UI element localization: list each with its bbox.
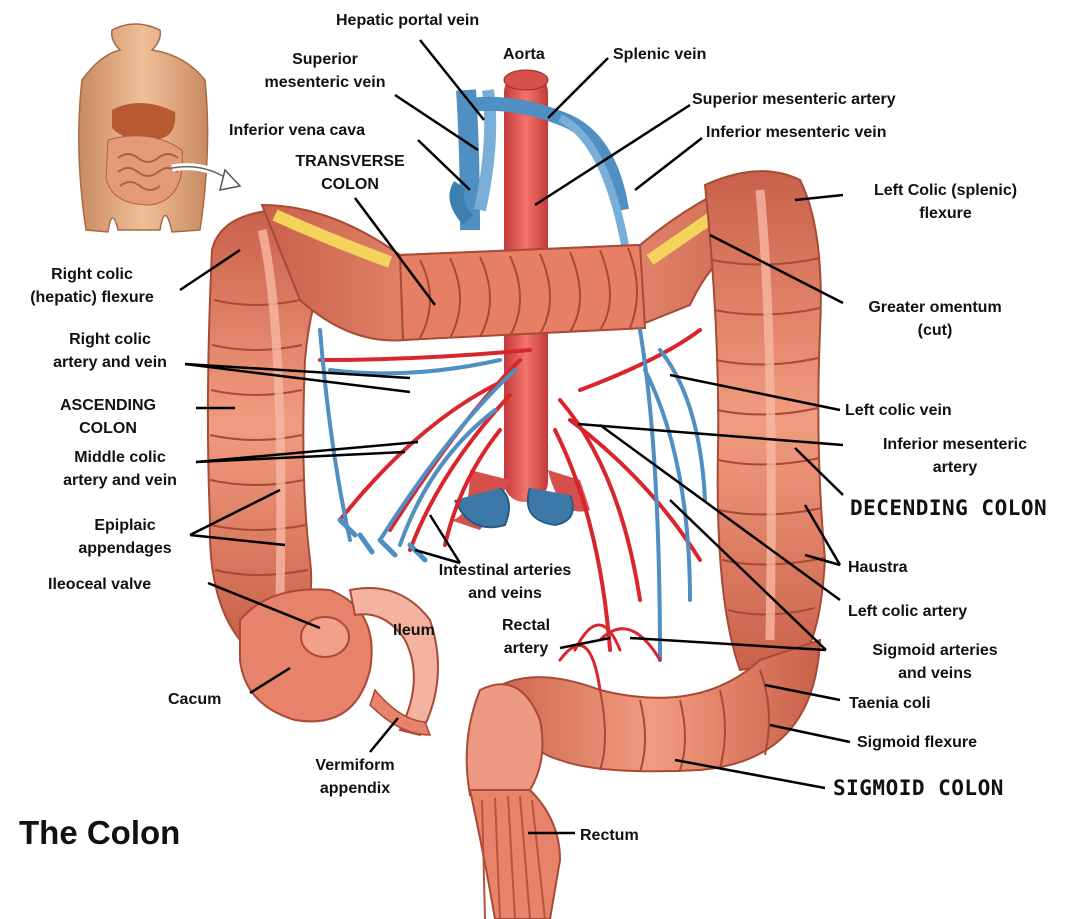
label-vermiform-appendix: Vermiform appendix [290, 754, 420, 800]
label-line: Inferior mesenteric [845, 433, 1065, 456]
label-middle-colic-artery: Middle colic artery and vein [45, 446, 195, 492]
label-inferior-mesenteric-artery: Inferior mesenteric artery [845, 433, 1065, 479]
label-line: (hepatic) flexure [2, 286, 182, 309]
label-line: Sigmoid arteries [840, 639, 1030, 662]
label-line: and veins [840, 662, 1030, 685]
label-aorta: Aorta [503, 43, 545, 66]
label-transverse-colon: TRANSVERSE COLON [270, 150, 430, 196]
label-line: Superior [240, 48, 410, 71]
label-ileum: Ileum [393, 619, 435, 642]
label-sigmoid-colon: SIGMOID COLON [833, 777, 1004, 800]
descending-colon [705, 171, 825, 670]
label-inferior-vena-cava: Inferior vena cava [229, 119, 365, 142]
label-taenia-coli: Taenia coli [849, 692, 931, 715]
label-left-colic-flexure: Left Colic (splenic) flexure [838, 179, 1053, 225]
label-superior-mesenteric-vein: Superior mesenteric vein [240, 48, 410, 94]
label-line: Epiplaic [60, 514, 190, 537]
label-rectum: Rectum [580, 824, 639, 847]
label-line: artery and vein [35, 351, 185, 374]
label-line: Intestinal arteries [410, 559, 600, 582]
label-line: Greater omentum [845, 296, 1025, 319]
label-line: ASCENDING [38, 394, 178, 417]
label-superior-mesenteric-artery: Superior mesenteric artery [692, 88, 896, 111]
label-line: Middle colic [45, 446, 195, 469]
label-hepatic-portal-vein: Hepatic portal vein [336, 9, 479, 32]
label-line: COLON [38, 417, 178, 440]
label-rectal-artery: Rectal artery [486, 614, 566, 660]
label-line: appendages [60, 537, 190, 560]
label-haustra: Haustra [848, 556, 908, 579]
label-left-colic-vein: Left colic vein [845, 399, 952, 422]
label-line: artery [845, 456, 1065, 479]
label-decending-colon: DECENDING COLON [850, 497, 1047, 520]
label-left-colic-artery: Left colic artery [848, 600, 967, 623]
label-intestinal-arteries: Intestinal arteries and veins [410, 559, 600, 605]
label-epiplaic-appendages: Epiplaic appendages [60, 514, 190, 560]
label-greater-omentum: Greater omentum (cut) [845, 296, 1025, 342]
label-line: Right colic [35, 328, 185, 351]
label-right-colic-artery: Right colic artery and vein [35, 328, 185, 374]
label-inferior-mesenteric-vein: Inferior mesenteric vein [706, 121, 887, 144]
label-splenic-vein: Splenic vein [613, 43, 706, 66]
label-sigmoid-flexure: Sigmoid flexure [857, 731, 977, 754]
label-right-colic-flexure: Right colic (hepatic) flexure [2, 263, 182, 309]
label-line: TRANSVERSE [270, 150, 430, 173]
label-line: Left Colic (splenic) [838, 179, 1053, 202]
figure-title: The Colon [19, 815, 180, 851]
label-line: and veins [410, 582, 600, 605]
label-line: COLON [270, 173, 430, 196]
label-line: artery [486, 637, 566, 660]
label-ileocecal-valve: Ileoceal valve [48, 573, 151, 596]
label-line: flexure [838, 202, 1053, 225]
label-line: mesenteric vein [240, 71, 410, 94]
label-line: appendix [290, 777, 420, 800]
cecum [240, 588, 438, 735]
label-line: Rectal [486, 614, 566, 637]
label-cacum: Cacum [168, 688, 221, 711]
label-line: Right colic [2, 263, 182, 286]
label-line: Vermiform [290, 754, 420, 777]
label-line: artery and vein [45, 469, 195, 492]
label-line: (cut) [845, 319, 1025, 342]
label-sigmoid-arteries: Sigmoid arteries and veins [840, 639, 1030, 685]
rectum [470, 790, 560, 919]
label-ascending-colon: ASCENDING COLON [38, 394, 178, 440]
sigmoid-colon [467, 640, 820, 795]
torso-inset [79, 24, 240, 232]
